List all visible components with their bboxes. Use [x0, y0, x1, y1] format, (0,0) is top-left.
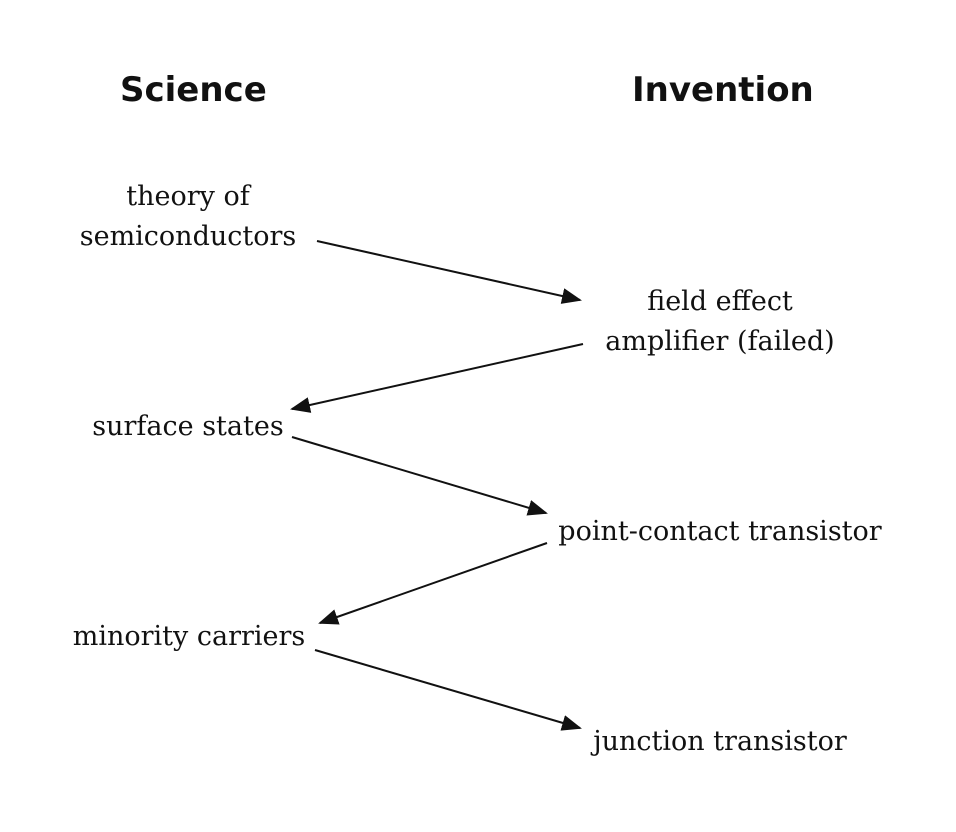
node-line: theory of [126, 181, 250, 212]
node-line: amplifier (failed) [605, 326, 835, 357]
node-field-effect-amplifier: field effect amplifier (failed) [592, 282, 848, 362]
invention-heading: Invention [632, 70, 814, 110]
science-heading: Science [120, 70, 267, 110]
node-line: junction transistor [593, 726, 847, 757]
arrow-point-contact-to-minority-carriers [318, 542, 548, 625]
node-line: semiconductors [79, 221, 297, 252]
arrow-surface-states-to-point-contact [291, 436, 548, 516]
node-line: field effect [647, 286, 793, 317]
node-point-contact-transistor: point-contact transistor [553, 512, 887, 552]
arrow-field-effect-to-surface-states [290, 343, 584, 413]
arrow-theory-to-field-effect [316, 240, 582, 304]
node-line: minority carriers [72, 621, 306, 652]
node-theory-of-semiconductors: theory of semiconductors [72, 177, 304, 257]
node-minority-carriers: minority carriers [66, 617, 312, 657]
node-line: point-contact transistor [558, 516, 882, 547]
node-junction-transistor: junction transistor [588, 722, 852, 762]
node-surface-states: surface states [88, 407, 288, 447]
node-line: surface states [92, 411, 284, 442]
arrow-minority-carriers-to-junction [314, 649, 582, 731]
